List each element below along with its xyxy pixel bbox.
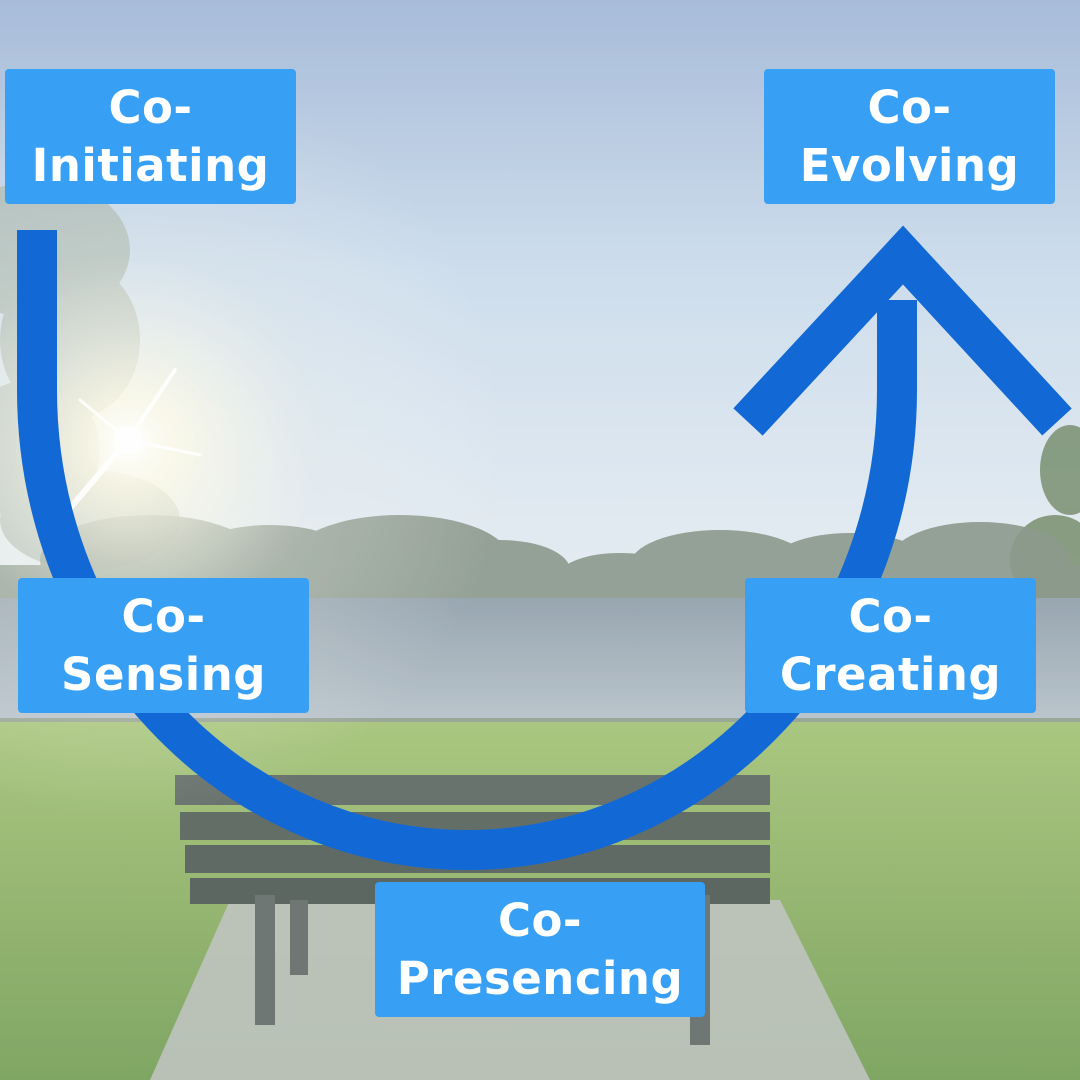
arrowhead <box>733 225 1072 436</box>
stage-name: Initiating <box>31 138 270 192</box>
stage-co-creating: Co- Creating <box>745 578 1036 713</box>
stage-name: Sensing <box>61 647 266 701</box>
stage-name: Creating <box>779 647 1002 701</box>
stage-prefix: Co- <box>848 589 933 643</box>
stage-prefix: Co- <box>121 589 206 643</box>
stage-co-sensing: Co- Sensing <box>18 578 309 713</box>
stage-prefix: Co- <box>867 80 952 134</box>
stage-prefix: Co- <box>497 893 583 947</box>
stage-name: Presencing <box>396 951 684 1005</box>
stage-co-presencing: Co- Presencing <box>375 882 705 1017</box>
stage-name: Evolving <box>799 138 1020 192</box>
stage-co-evolving: Co- Evolving <box>764 69 1055 204</box>
stage-co-initiating: Co- Initiating <box>5 69 296 204</box>
stage-prefix: Co- <box>108 80 193 134</box>
